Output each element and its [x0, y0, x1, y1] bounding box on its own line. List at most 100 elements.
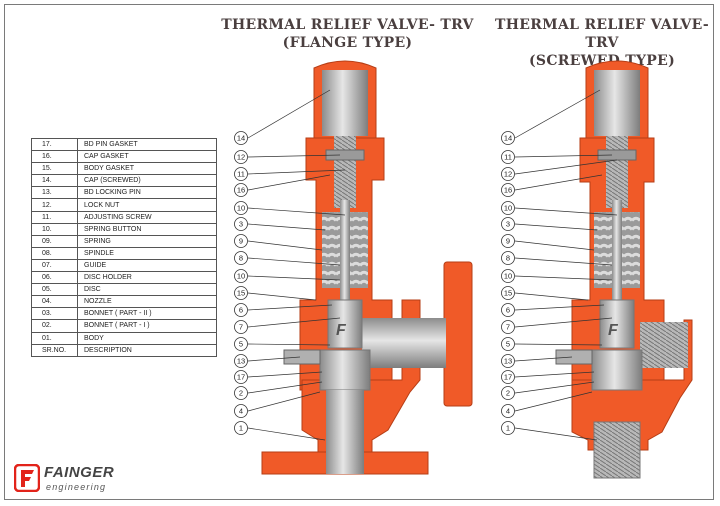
- left-callout-number: 5: [239, 340, 243, 349]
- left-valve-adjusting-screw: [334, 136, 356, 208]
- right-callout-circle: [501, 217, 515, 231]
- left-callout-number: 9: [239, 237, 243, 246]
- left-callout-circle: [234, 404, 248, 418]
- logo-brand-text: FAINGER: [44, 464, 115, 481]
- right-callout-circle: [501, 131, 515, 145]
- right-callout-number: 16: [504, 186, 512, 195]
- parts-row: 09.SPRING: [31, 234, 217, 248]
- left-leader-line: [247, 154, 341, 158]
- right-callout-circle: [501, 234, 515, 248]
- left-leader-line: [247, 257, 341, 266]
- callout-layer: 1412111610398101567513172411411121610398…: [234, 89, 618, 441]
- right-callout-number: 5: [506, 340, 510, 349]
- left-callout-circle: [234, 320, 248, 334]
- right-callout-circle: [501, 421, 515, 435]
- right-callout-circle: [501, 183, 515, 197]
- right-valve-disc-logo: F: [608, 322, 619, 339]
- left-callout-circle: [234, 269, 248, 283]
- parts-row: 07.GUIDE: [31, 258, 217, 273]
- left-callout-circle: [234, 217, 248, 231]
- right-leader-line: [514, 292, 589, 301]
- left-callout-number: 15: [237, 289, 245, 298]
- left-leader-line: [247, 381, 323, 394]
- right-leader-line: [514, 159, 618, 175]
- left-callout-circle: [234, 234, 248, 248]
- left-callout-number: 16: [237, 186, 245, 195]
- left-valve-locking-pin: [283, 349, 321, 365]
- left-leader-line: [247, 317, 341, 328]
- left-callout-number: 7: [239, 323, 243, 332]
- left-callout-number: 14: [237, 134, 245, 143]
- parts-row: 03.BONNET ( PART - II ): [31, 307, 217, 321]
- right-callout-number: 11: [504, 153, 512, 162]
- left-title-line2: (FLANGE TYPE): [282, 35, 413, 51]
- left-leader-line: [247, 343, 331, 346]
- fainger-logo: FAINGER engineering: [14, 462, 134, 494]
- right-leader-line: [514, 154, 613, 158]
- right-leader-line: [514, 174, 603, 191]
- right-leader-line: [514, 371, 595, 378]
- right-callout-number: 8: [506, 254, 510, 263]
- left-valve-inlet-bore: [326, 390, 364, 474]
- page-frame: [4, 4, 714, 500]
- right-leader-line: [514, 240, 595, 251]
- logo-mark-icon: [14, 464, 40, 492]
- parts-row: 15.BODY GASKET: [31, 162, 217, 176]
- right-valve-inlet-thread: [593, 421, 641, 479]
- left-callout-number: 6: [239, 306, 243, 315]
- left-leader-line: [247, 304, 333, 311]
- right-leader-line: [514, 317, 613, 328]
- right-callout-number: 6: [506, 306, 510, 315]
- left-callout-number: 13: [237, 357, 245, 366]
- left-callout-circle: [234, 303, 248, 317]
- right-callout-number: 2: [506, 389, 510, 398]
- left-callout-circle: [234, 370, 248, 384]
- left-callout-number: 17: [237, 373, 245, 382]
- left-callout-number: 10: [237, 272, 245, 281]
- left-callout-circle: [234, 167, 248, 181]
- right-leader-line: [514, 427, 598, 441]
- left-callout-circle: [234, 251, 248, 265]
- right-leader-line: [514, 89, 601, 139]
- left-callout-circle: [234, 421, 248, 435]
- right-callout-circle: [501, 201, 515, 215]
- left-leader-line: [247, 240, 323, 251]
- right-valve-nozzle: [591, 349, 643, 391]
- left-valve-drawing: F: [261, 60, 473, 475]
- right-callout-number: 12: [504, 170, 512, 179]
- left-valve-cap-bore: [322, 70, 368, 136]
- right-callout-number: 10: [504, 204, 512, 213]
- left-callout-number: 1: [239, 424, 243, 433]
- parts-row: 12.LOCK NUT: [31, 198, 217, 212]
- right-callout-circle: [501, 269, 515, 283]
- left-callout-number: 3: [239, 220, 243, 229]
- left-callout-circle: [234, 354, 248, 368]
- right-callout-circle: [501, 404, 515, 418]
- left-callout-circle: [234, 386, 248, 400]
- logo-sub-text: engineering: [46, 482, 107, 492]
- right-valve-drawing: F: [555, 60, 693, 479]
- right-valve-adjusting-screw: [606, 136, 628, 208]
- right-callout-number: 1: [506, 424, 510, 433]
- left-valve-spindle: [340, 200, 350, 320]
- parts-row: 05.DISC: [31, 283, 217, 297]
- right-callout-circle: [501, 167, 515, 181]
- left-callout-number: 8: [239, 254, 243, 263]
- right-valve-cap-bore: [594, 70, 640, 136]
- right-callout-circle: [501, 386, 515, 400]
- right-valve-spindle: [612, 200, 622, 320]
- right-valve-disc-holder: [599, 299, 635, 349]
- parts-row: 01.BODY: [31, 331, 217, 345]
- parts-header-row: SR.NO.DESCRIPTION: [31, 343, 217, 357]
- right-leader-line: [514, 381, 595, 394]
- right-valve-outlet-port: [640, 322, 688, 368]
- right-callout-number: 10: [504, 272, 512, 281]
- left-valve-title: THERMAL RELIEF VALVE- TRV (FLANGE TYPE): [215, 16, 480, 52]
- left-leader-line: [247, 207, 346, 216]
- left-leader-line: [247, 371, 323, 378]
- parts-row: 13.BD LOCKING PIN: [31, 186, 217, 200]
- left-leader-line: [247, 292, 317, 301]
- left-valve-disc-holder: [327, 299, 363, 349]
- left-leader-line: [247, 427, 326, 441]
